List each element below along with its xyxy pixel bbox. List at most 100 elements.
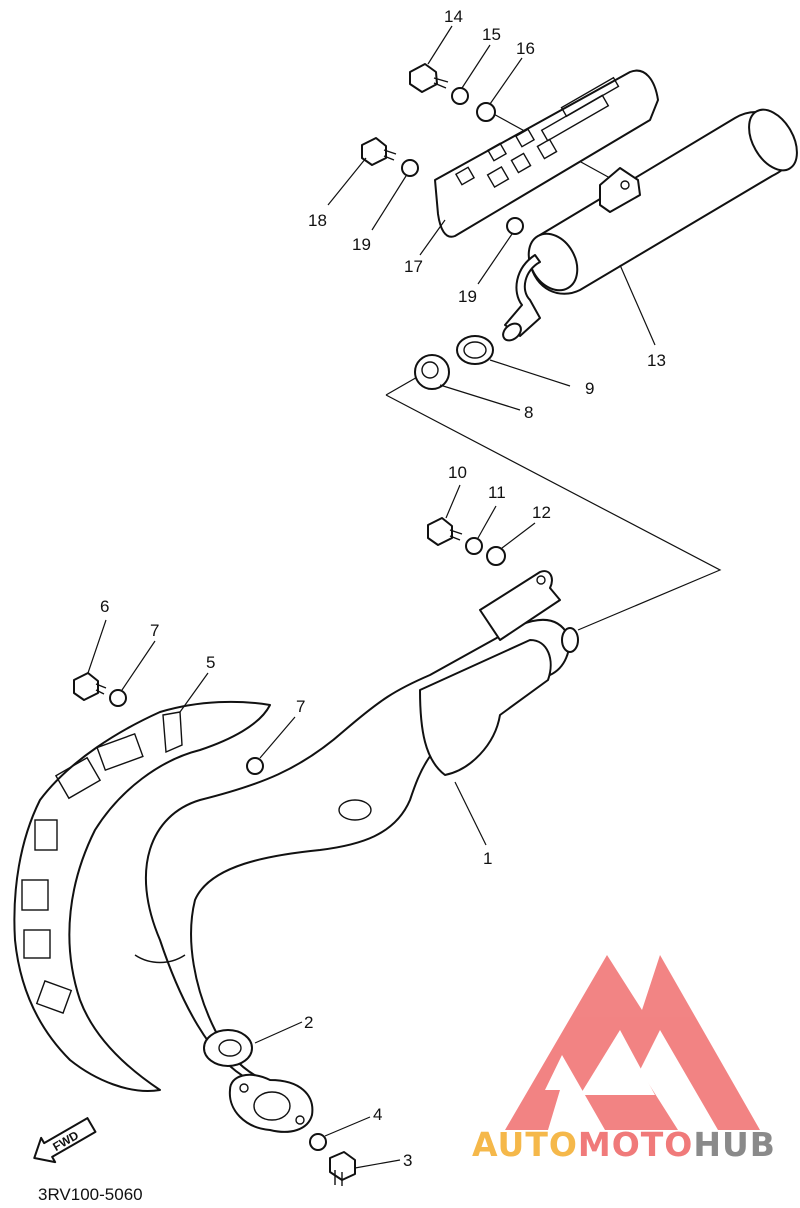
exhaust-flange <box>228 1073 314 1133</box>
fwd-arrow-shape <box>33 1117 97 1164</box>
part-10-bolt-thread <box>449 529 463 541</box>
protector-5-bracket <box>162 711 183 754</box>
part-9-clamp-inner <box>463 341 487 359</box>
leader-2 <box>254 1021 303 1044</box>
part-7a-washer <box>109 689 127 707</box>
leader-19b <box>477 233 513 285</box>
part-4-washer <box>309 1133 327 1151</box>
leader-lines <box>87 25 656 1169</box>
part-9-clamp <box>456 335 494 365</box>
part-15-washer <box>451 87 469 105</box>
part-19b-washer <box>506 217 524 235</box>
callout-3: 3 <box>403 1151 412 1170</box>
part-8-gasket <box>414 354 450 390</box>
diagram-code: 3RV100-5060 <box>38 1185 143 1204</box>
fwd-arrow: FWD <box>33 1117 97 1164</box>
watermark-word-auto: AUTO <box>472 1125 578 1164</box>
callout-16: 16 <box>516 39 535 58</box>
callout-2: 2 <box>304 1013 313 1032</box>
callout-4: 4 <box>373 1105 382 1124</box>
callout-12: 12 <box>532 503 551 522</box>
part-2-gasket <box>203 1029 253 1067</box>
leader-6 <box>87 619 107 674</box>
leader-17 <box>419 219 446 256</box>
exhaust-pipe-front-protector <box>419 639 552 776</box>
muffler-bracket-hole <box>620 180 630 190</box>
protector-17-slots <box>454 76 620 189</box>
leader-10 <box>445 484 461 519</box>
leader-4 <box>324 1116 371 1137</box>
leader-9 <box>489 359 571 387</box>
leader-13 <box>619 264 656 346</box>
part-1-exhaust-pipe <box>134 570 579 1133</box>
callout-19b: 19 <box>458 287 477 306</box>
callout-18: 18 <box>308 211 327 230</box>
exhaust-flange-hole-a <box>239 1083 249 1093</box>
callout-15: 15 <box>482 25 501 44</box>
watermark-logo-outer-triangle <box>505 955 760 1130</box>
callout-11: 11 <box>488 483 506 502</box>
part-18-bolt <box>361 137 387 166</box>
callout-17: 17 <box>404 257 423 276</box>
part-14-bolt-thread <box>433 77 449 89</box>
callout-labels: 1 2 3 4 5 6 7 7 8 9 10 11 12 13 14 15 16… <box>100 7 666 1170</box>
leader-16 <box>489 57 523 105</box>
part-3-bolt <box>329 1151 356 1181</box>
exhaust-flange-port <box>253 1091 291 1121</box>
callout-6: 6 <box>100 597 109 616</box>
muffler-end-cap <box>748 108 798 172</box>
exhaust-pipe-ring <box>134 954 186 964</box>
watermark-word-hub: HUB <box>693 1125 776 1164</box>
leader-12 <box>501 522 536 549</box>
part-6-bolt-thread <box>95 683 107 695</box>
part-17-muffler-protector <box>434 69 659 238</box>
callout-13: 13 <box>647 351 666 370</box>
watermark-logo-inner-triangle <box>580 1030 655 1095</box>
exhaust-flange-hole-b <box>295 1115 305 1125</box>
watermark-word-moto: MOTO <box>578 1125 693 1164</box>
exhaust-pipe-bracket <box>479 570 561 641</box>
connection-line-8-to-1 <box>385 394 722 631</box>
callout-9: 9 <box>585 379 594 398</box>
leader-1 <box>454 781 487 846</box>
muffler-bracket <box>599 167 641 213</box>
muffler-inlet-end <box>502 322 522 342</box>
part-18-bolt-thread <box>383 149 397 161</box>
part-16-nut <box>476 102 496 122</box>
leader-5 <box>179 672 209 713</box>
part-8-gasket-inner <box>421 361 439 379</box>
protector-5-shape <box>13 700 271 1092</box>
exhaust-pipe-bracket-hole <box>536 575 546 585</box>
callout-19a: 19 <box>352 235 371 254</box>
part-2-gasket-inner <box>218 1039 242 1057</box>
part-3-bolt-thread <box>334 1170 343 1186</box>
part-10-bolt <box>427 517 453 546</box>
small-parts <box>73 63 524 1186</box>
muffler-front <box>527 232 579 292</box>
part-7b-washer <box>246 757 264 775</box>
callout-8: 8 <box>524 403 533 422</box>
watermark-logo <box>505 955 760 1130</box>
leader-15 <box>461 44 491 89</box>
leader-7a <box>121 640 156 691</box>
protector-17-shape <box>434 69 659 238</box>
part-6-bolt <box>73 672 99 701</box>
part-14-bolt <box>409 63 438 93</box>
exhaust-pipe-outlet <box>561 627 579 653</box>
exhaust-pipe-hole <box>338 799 372 821</box>
leader-19a <box>371 175 407 231</box>
callout-14: 14 <box>444 7 463 26</box>
callout-7b: 7 <box>296 697 305 716</box>
leader-14 <box>427 25 453 65</box>
callout-1: 1 <box>483 849 492 868</box>
muffler-inlet-pipe <box>504 254 541 337</box>
callout-10: 10 <box>448 463 467 482</box>
callout-7a: 7 <box>150 621 159 640</box>
protector-5-slots <box>21 732 144 1014</box>
leader-3 <box>354 1159 401 1169</box>
leader-7b <box>259 716 296 759</box>
leader-8 <box>439 384 521 411</box>
part-13-muffler <box>502 108 798 342</box>
